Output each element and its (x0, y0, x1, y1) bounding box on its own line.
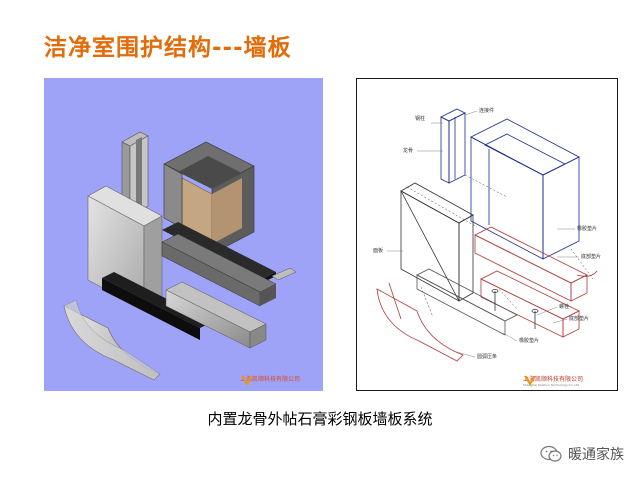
right-exploded-drawing: 钢柱 连接件 龙骨 面板 橡胶垫片 底部垫片 螺栓 底部垫片 橡胶垫片 圆弧压条… (356, 78, 618, 391)
right-logo-subtext: Shanghai Kaishun Technology Co.,Ltd (523, 383, 580, 387)
company-logo-icon (524, 376, 536, 386)
right-company-logo: 上海凯顺科技有限公司 Shanghai Kaishun Technology C… (523, 374, 583, 387)
right-logo-text: 上海凯顺科技有限公司 (523, 376, 584, 383)
label-rubber-strip: 橡胶垫片 (577, 226, 598, 232)
slide-title: 洁净室围护结构---墙板 (44, 35, 292, 61)
label-arc-corner: 圆弧压条 (477, 354, 498, 360)
left-company-logo: 上海凯顺科技有限公司 (240, 374, 301, 386)
label-keel: 龙骨 (403, 148, 414, 154)
label-connector: 连接件 (479, 108, 495, 114)
label-panel: 面板 (373, 248, 384, 254)
label-base-clip-2: 底部垫片 (569, 316, 590, 322)
wall-panel-line-drawing (376, 108, 598, 362)
watermark: 暖通家族 (540, 444, 624, 464)
left-exploded-render: 上海凯顺科技有限公司 (44, 78, 323, 391)
watermark-text: 暖通家族 (568, 447, 624, 463)
label-base-clip: 底部垫片 (581, 254, 602, 260)
company-logo-icon (241, 376, 253, 386)
label-bolt: 螺栓 (559, 304, 570, 310)
wall-panel-3d-render (63, 131, 297, 381)
label-steel-column: 钢柱 (415, 116, 426, 122)
label-rubber-strip-2: 橡胶垫片 (519, 338, 540, 344)
figure-caption: 内置龙骨外帖石膏彩钢板墙板系统 (207, 410, 433, 428)
wechat-icon (540, 445, 562, 462)
left-logo-text: 上海凯顺科技有限公司 (240, 376, 301, 383)
